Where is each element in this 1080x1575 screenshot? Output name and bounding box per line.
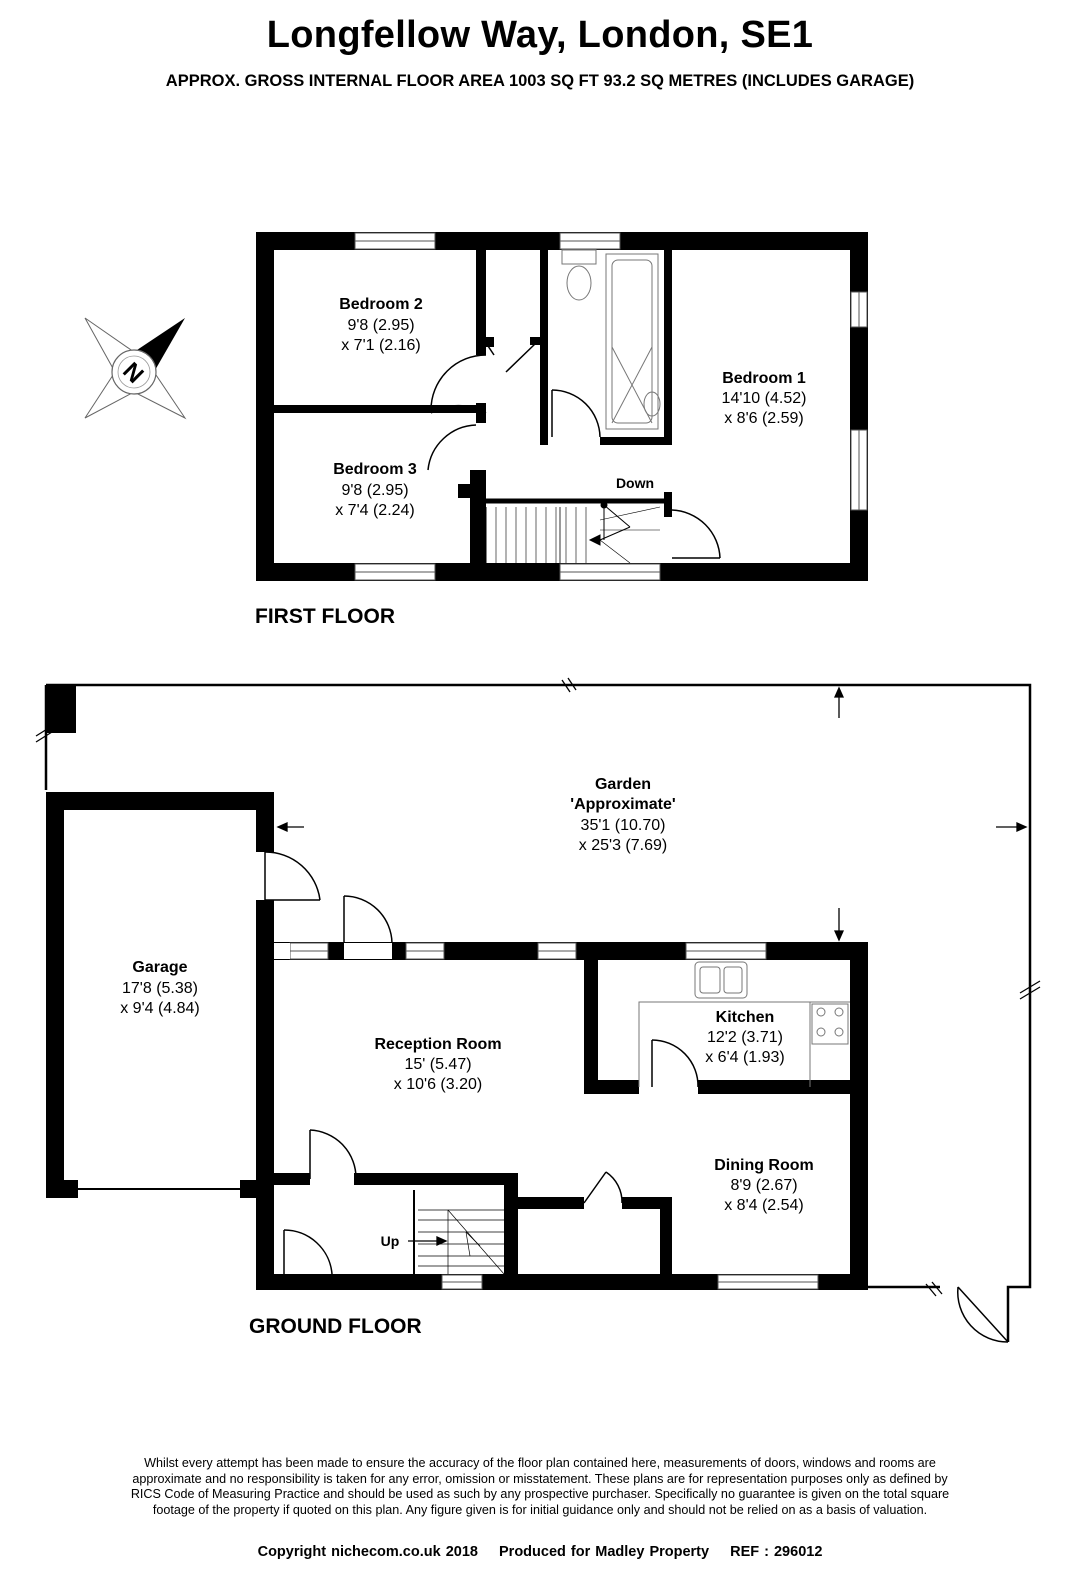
room-name-dining: Dining Room [714, 1157, 814, 1174]
first-floor-label: FIRST FLOOR [255, 605, 395, 628]
room-name-garage: Garage [132, 959, 187, 976]
room-dim-dining-a: 8'9 (2.67) [730, 1177, 797, 1194]
page-title: Longfellow Way, London, SE1 [266, 14, 814, 56]
room-dim-garden-a: 35'1 (10.70) [581, 817, 666, 834]
disclaimer-text: Whilst every attempt has been made to en… [130, 1456, 950, 1517]
room-name-kitchen: Kitchen [716, 1009, 775, 1026]
room-dim-bedroom-3-b: x 7'4 (2.24) [335, 502, 415, 519]
footer: Copyright nichecom.co.uk 2018 Produced f… [0, 1544, 1080, 1560]
floor-area-subtitle: APPROX. GROSS INTERNAL FLOOR AREA 1003 S… [165, 72, 915, 90]
room-dim-reception-b: x 10'6 (3.20) [394, 1076, 482, 1093]
north-arrow-compass-icon: N [84, 317, 187, 420]
ground-floor-plan: Garden 'Approximate' 35'1 (10.70) x 25'3… [35, 677, 1041, 1343]
first-floor-plan: Bedroom 2 9'8 (2.95) x 7'1 (2.16) Bedroo… [256, 232, 868, 581]
room-dim-garage-b: x 9'4 (4.84) [120, 1000, 200, 1017]
room-name-bedroom-3: Bedroom 3 [333, 461, 417, 478]
footer-produced-for: Produced for Madley Property [499, 1544, 710, 1560]
room-name-bedroom-1: Bedroom 1 [722, 370, 806, 387]
room-dim-bedroom-1-b: x 8'6 (2.59) [724, 410, 804, 427]
footer-copyright: Copyright nichecom.co.uk 2018 [257, 1544, 478, 1560]
ground-floor-label: GROUND FLOOR [249, 1315, 422, 1338]
room-dim-dining-b: x 8'4 (2.54) [724, 1197, 804, 1214]
room-dim-bedroom-1-a: 14'10 (4.52) [722, 390, 807, 407]
room-name-reception: Reception Room [374, 1036, 501, 1053]
footer-reference: REF : 296012 [730, 1544, 823, 1560]
room-dim-garage-a: 17'8 (5.38) [122, 980, 198, 997]
room-dim-reception-a: 15' (5.47) [404, 1056, 471, 1073]
room-dim-garden-b: x 25'3 (7.69) [579, 837, 667, 854]
room-dim-kitchen-b: x 6'4 (1.93) [705, 1049, 785, 1066]
room-name-bedroom-2: Bedroom 2 [339, 296, 423, 313]
garden-approximate-note: 'Approximate' [570, 796, 675, 813]
room-dim-bedroom-3-a: 9'8 (2.95) [341, 482, 408, 499]
room-name-garden: Garden [595, 776, 651, 793]
room-dim-kitchen-a: 12'2 (3.71) [707, 1029, 783, 1046]
stairs-up-label: Up [381, 1233, 400, 1249]
room-dim-bedroom-2-b: x 7'1 (2.16) [341, 337, 421, 354]
room-dim-bedroom-2-a: 9'8 (2.95) [347, 317, 414, 334]
stairs-down-label: Down [616, 475, 654, 491]
